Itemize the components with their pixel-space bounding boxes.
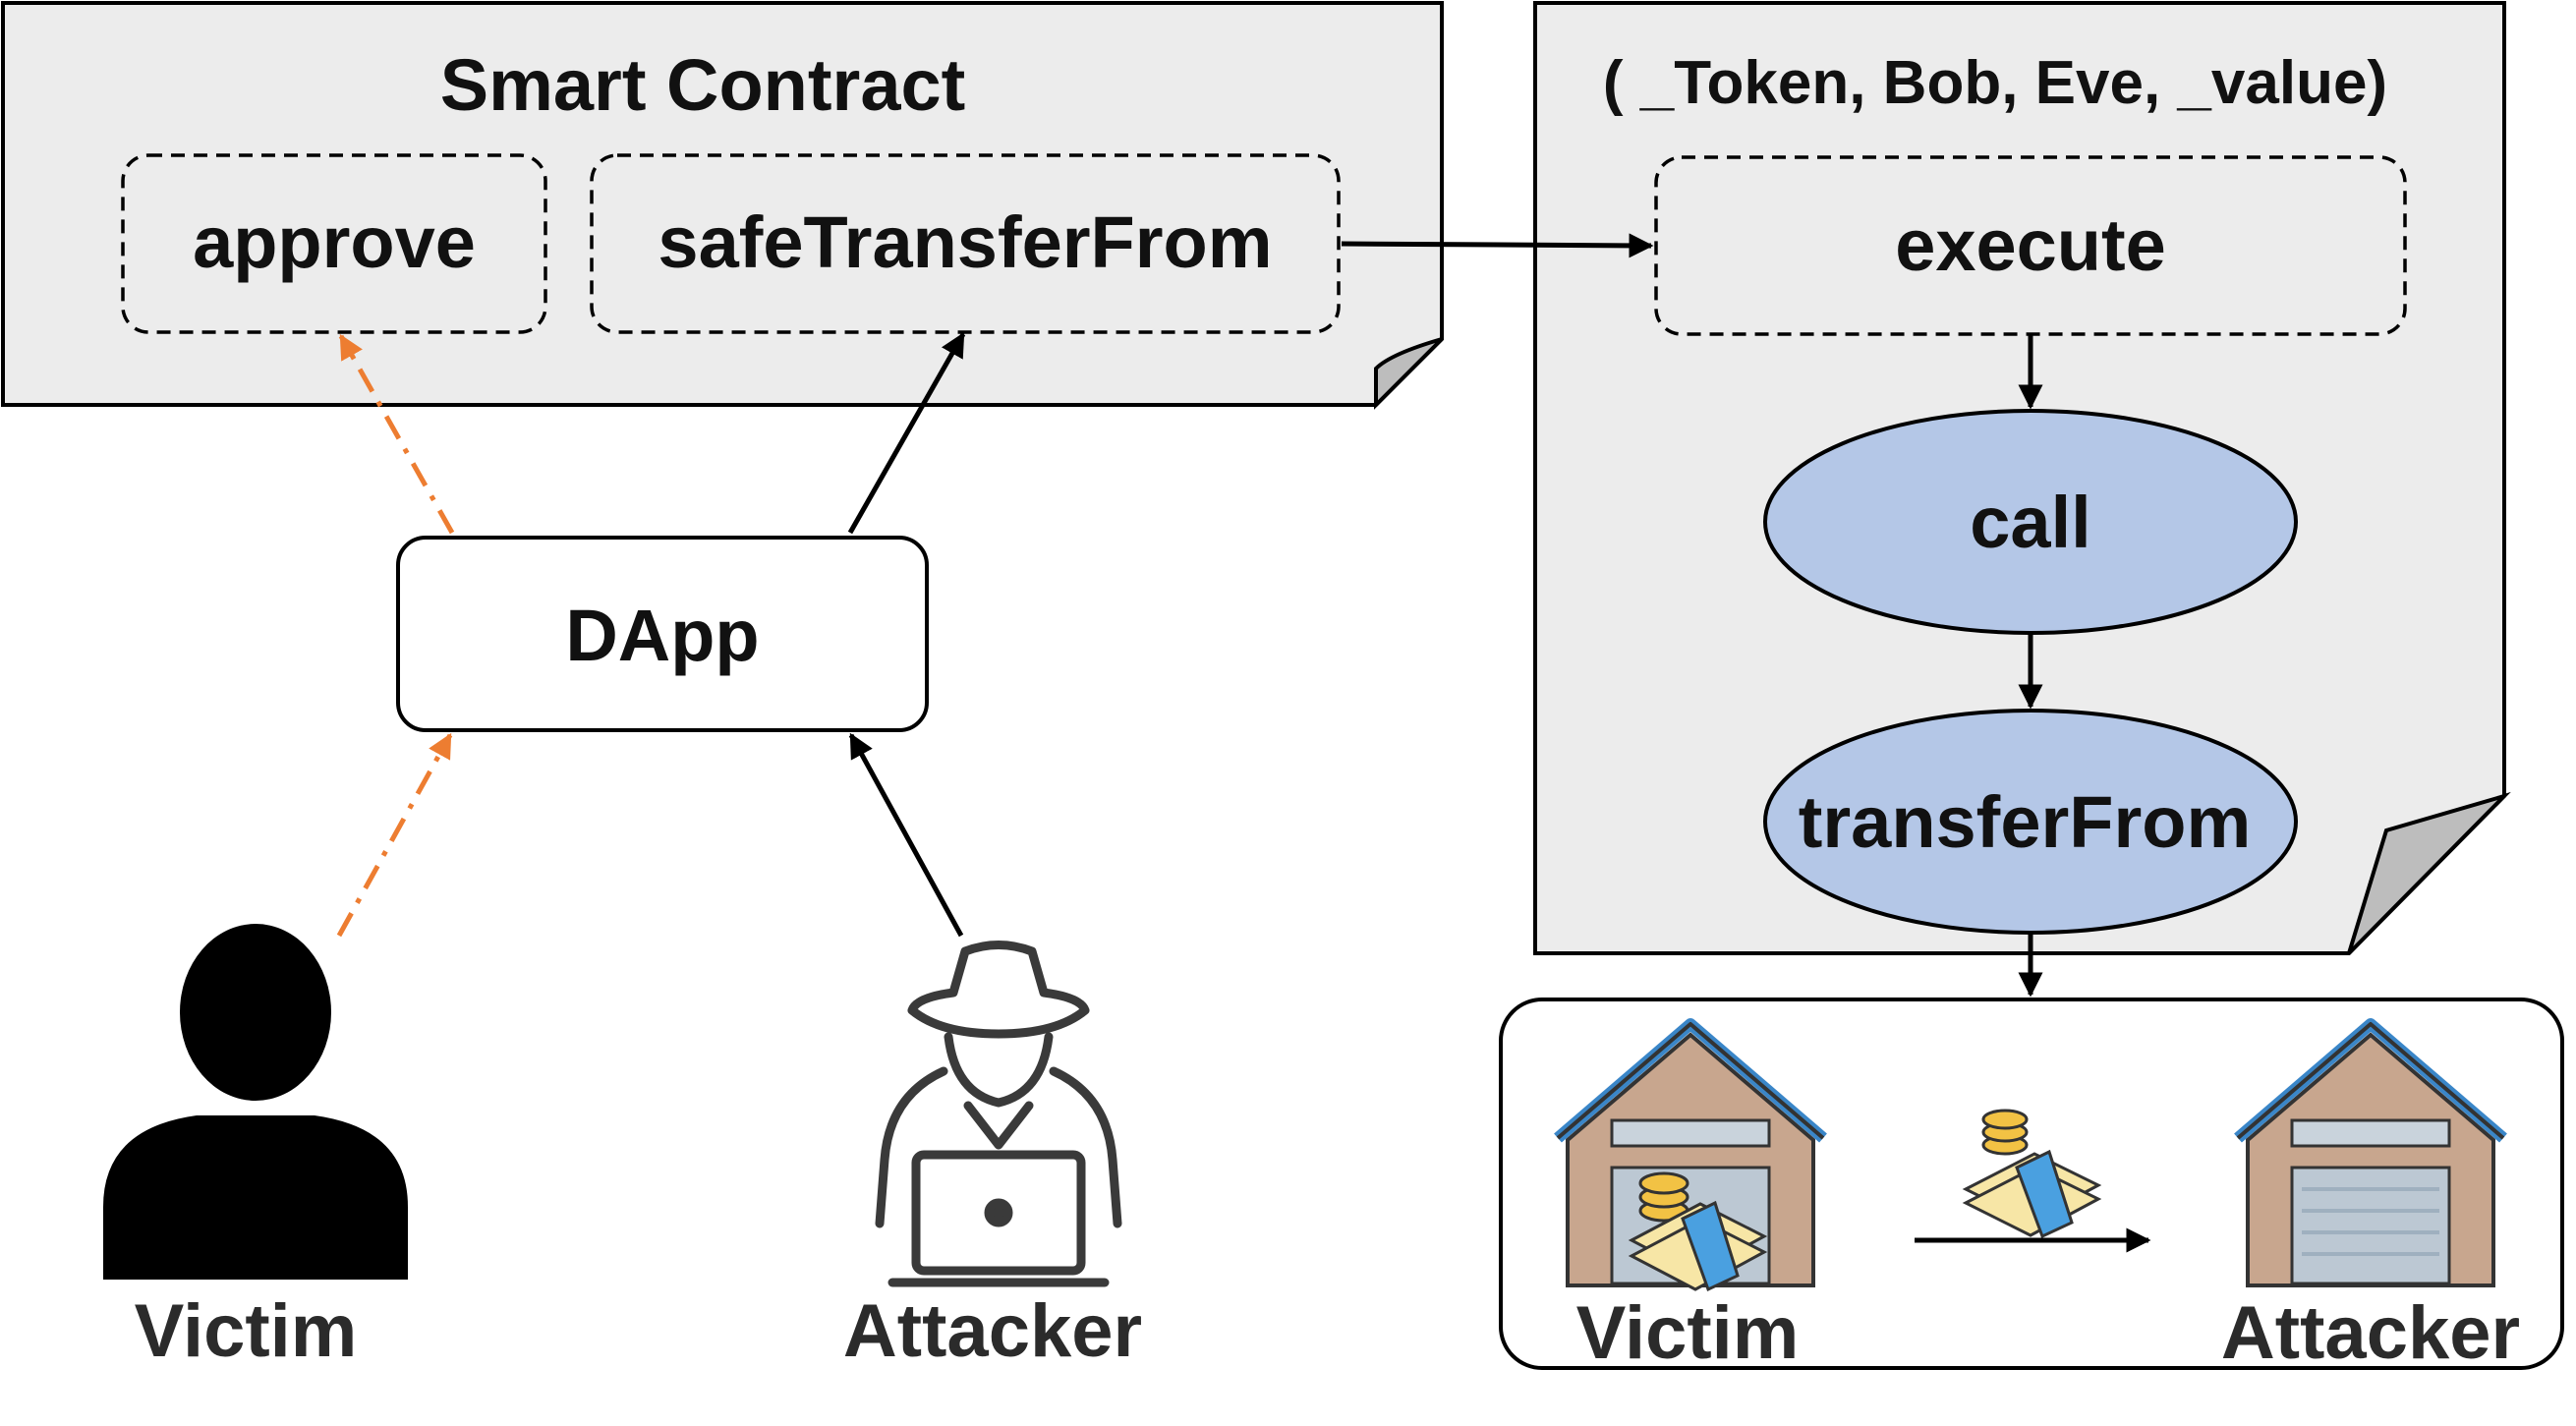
page-fold-corner [1374,337,1444,410]
victim-label: Victim [135,1289,358,1373]
money-in-transit-icon [1962,1109,2102,1239]
asset-transfer-panel: Victim Attacker [1499,998,2564,1375]
attacker-warehouse-icon [2234,1018,2507,1287]
victim-person-icon [103,924,408,1280]
victim-warehouse-icon [1554,1018,1827,1292]
attack-contract-document: ( _Token, Bob, Eve, _value) execute call… [1533,1,2511,955]
arrow-dapp-to-safe-transfer-from [847,331,966,535]
transfer-from-node-label: transferFrom [1799,781,2252,863]
safe-transfer-from-function-label: safeTransferFrom [658,201,1272,283]
safe-transfer-from-function-box [590,153,1341,334]
execute-function-label: execute [1895,204,2166,286]
arrow-safe-transfer-from-to-execute [1341,233,1654,258]
panel-attacker-label: Attacker [2221,1291,2520,1375]
smart-contract-document: Smart Contract approve safeTransferFrom [1,1,1444,410]
call-node-label: call [1970,482,2090,563]
orange-arrow-dapp-to-approve [338,333,455,535]
smart-contract-title: Smart Contract [440,44,966,126]
orange-arrow-victim-to-dapp [336,732,453,938]
attacker-label: Attacker [843,1289,1142,1373]
approve-function-label: approve [193,201,476,283]
attacker-hacker-icon [875,941,1122,1287]
dapp-node: DApp [396,536,929,732]
attack-call-signature: ( _Token, Bob, Eve, _value) [1603,49,2387,117]
page-fold-corner [2347,791,2511,955]
arrow-attacker-to-dapp [848,732,964,938]
dapp-label: DApp [565,595,759,676]
transfer-from-node [1763,709,2298,935]
approve-function-box [121,153,547,334]
panel-victim-label: Victim [1576,1291,1800,1375]
